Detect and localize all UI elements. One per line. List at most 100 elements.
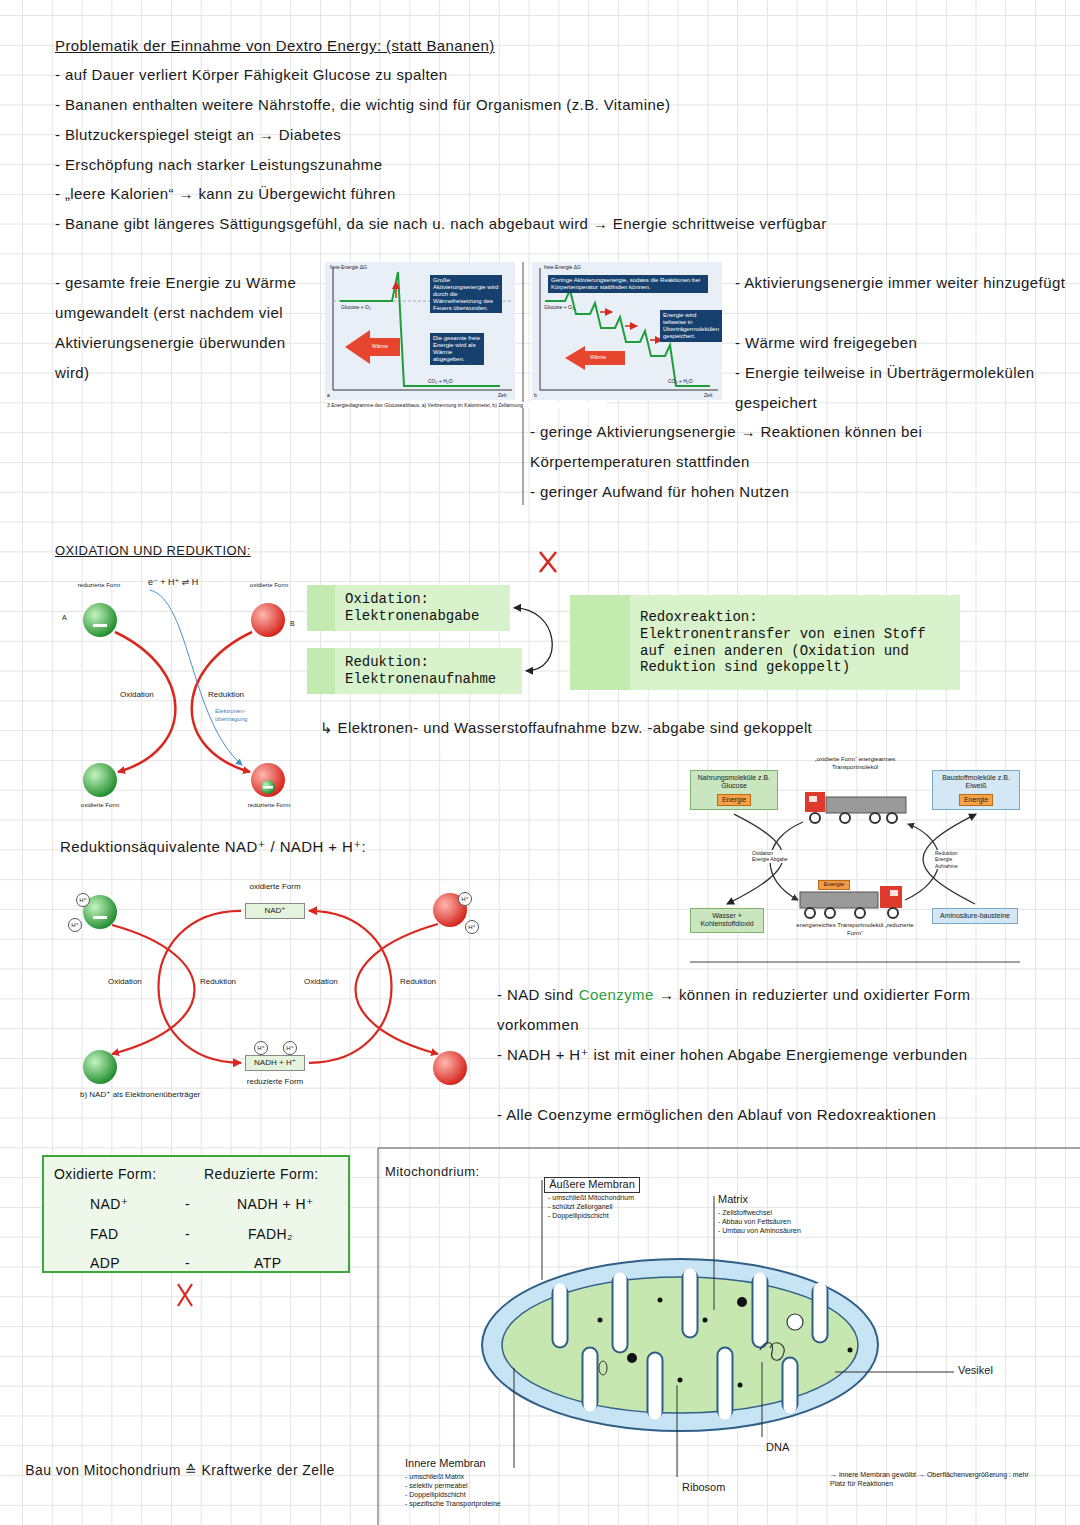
node-text: Nahrungsmoleküle z.B. Glucose (694, 774, 774, 791)
diagram-label: - umschließt Mitochondrium (548, 1194, 708, 1203)
mitochondrion (649, 1360, 662, 1413)
diagram-label: 3 Energiediagramme des Glucoseabbaus, a)… (327, 402, 607, 408)
truck-illustration (840, 813, 850, 823)
diagram-label: Elektronen-übertragung (215, 708, 265, 723)
diagram-label: reduzierte Form (240, 1077, 310, 1087)
note-text: - „leere Kalorien“ → kann zu Übergewicht… (55, 179, 995, 209)
definition-box: Reduktion:Elektronenaufnahme (307, 648, 522, 694)
note-text: - Banane gibt längeres Sättigungsgefühl,… (55, 209, 1065, 239)
energy-note-box: Energie wird teilweise in Überträgermole… (660, 310, 722, 342)
truck-illustration (870, 813, 880, 823)
table-cell: - (185, 1255, 190, 1271)
diagram-label: Ribosom (682, 1481, 752, 1495)
diagram-label: energiereiches Transportmolekül „reduzie… (795, 922, 915, 937)
mitochondrion (848, 1348, 853, 1353)
diagram-label: Oxidation (304, 977, 349, 987)
connector (309, 911, 392, 1063)
diagram-label: Oxidation (120, 690, 164, 700)
truck-illustration (800, 892, 878, 908)
node-text: Baustoffmoleküle z.B. Eiweiß (936, 774, 1016, 791)
diagram-label: oxidierte Form (77, 802, 123, 810)
table-cell: ATP (254, 1255, 281, 1271)
mitochondrion (598, 1318, 603, 1323)
cross-mark (178, 1284, 192, 1306)
mitochondrion (787, 1314, 803, 1330)
table-cell: Oxidierte Form: (54, 1166, 156, 1182)
energy-diagram-b (532, 262, 722, 400)
note-text: - NAD sind (497, 986, 574, 1003)
node-text: Energie wird teilweise in Überträgermole… (663, 312, 719, 340)
redox-diagram (251, 603, 285, 637)
mitochondrion (682, 1278, 699, 1330)
diagram-label: H⁺ (458, 892, 472, 906)
redox-diagram (83, 590, 285, 797)
node-text: Reduktion: (345, 654, 512, 671)
nad-diagram (83, 1050, 117, 1084)
redox-diagram (263, 786, 273, 789)
diagram-label: B (290, 620, 300, 629)
diagram-label: H⁺ (283, 1041, 297, 1055)
truck-illustration (690, 962, 1020, 963)
note-text: OXIDATION UND REDUKTION: (55, 536, 355, 566)
node-text: Energie (964, 796, 988, 804)
coenzyme-box: NADH + H⁺ (245, 1055, 305, 1071)
energy-diagram-a (395, 282, 397, 298)
note-text: - Erschöpfung nach starker Leistungszuna… (55, 150, 995, 180)
connector (923, 814, 976, 904)
diagram-label: - selektiv permeabel (405, 1482, 565, 1491)
page-title: Problematik der Einnahme von Dextro Ener… (55, 31, 815, 61)
mitochondrion (658, 1298, 663, 1303)
diagram-label: reduzierte Form (76, 582, 122, 590)
redox-diagram (115, 632, 175, 772)
energy-diagram-a (325, 262, 515, 400)
note-text: - gesamte freie Energie zu Wärme umgewan… (55, 268, 310, 388)
definition-box: Oxidation:Elektronenabgabe (307, 585, 510, 631)
truck-illustration (805, 908, 815, 918)
node-text: Elektronenaufnahme (345, 671, 512, 688)
coenzyme-table: Oxidierte Form:Reduzierte Form:NAD⁺-NADH… (42, 1155, 350, 1273)
diagram-label: e⁻ + H⁺ ⇌ H (148, 577, 228, 588)
diagram-label: - Doppellipidschicht (548, 1212, 708, 1221)
table-cell: - (185, 1196, 190, 1212)
truck-illustration (809, 796, 817, 802)
mitochondrion (482, 1259, 878, 1431)
cross-mark (540, 552, 556, 572)
diagram-label: - Umbau von Aminosäuren (718, 1227, 878, 1236)
mitochondrion (719, 1355, 732, 1413)
cross-mark (178, 1284, 192, 1306)
note-text: - Bananen enthalten weitere Nährstoffe, … (55, 90, 1015, 120)
leader-line (514, 1368, 515, 1468)
mitochondrion (814, 1289, 827, 1335)
node-text: Oxidation: (345, 591, 500, 608)
table-cell: - (185, 1226, 190, 1242)
note-text: Coenzyme (579, 986, 654, 1003)
energy-tag: Energie (717, 794, 751, 806)
coenzyme-box: NAD⁺ (245, 903, 305, 919)
diagram-label: - umschließt Matrix (405, 1473, 565, 1482)
diagram-label: - spezifische Transportproteine (405, 1500, 565, 1509)
diagram-label: H⁺ (254, 1041, 268, 1055)
diagram-label: oxidierte Form (240, 882, 310, 892)
mitochondrion (482, 1259, 878, 1431)
energy-note-box: Geringe Aktivierungsenergie, sodass die … (548, 275, 708, 293)
note-text: - Alle Coenzyme ermöglichen den Ablauf v… (497, 1100, 1037, 1130)
leader-line (762, 1362, 763, 1437)
note-text: Mitochondrium: (385, 1157, 535, 1187)
truck-illustration (890, 890, 898, 896)
note-text: - NADH + H⁺ ist mit einer hohen Abgabe E… (497, 1040, 1012, 1070)
diagram-label: H⁺ (68, 918, 82, 932)
nad-diagram (83, 893, 467, 1085)
connector (159, 911, 242, 1063)
leader-line (514, 1180, 954, 1477)
table-cell: FAD (90, 1226, 118, 1242)
node-text: Aminosäure-bausteine (936, 912, 1014, 920)
energy-note-box: Große Aktivierungsenergie wird durch die… (430, 275, 502, 313)
truck-illustration (855, 908, 865, 918)
mitochondrion (684, 1275, 697, 1330)
diagram-label: freie Energie ΔG (330, 264, 400, 270)
molecule-box: Aminosäure-bausteine (932, 908, 1018, 924)
energy-diagram-b (565, 346, 625, 370)
diagram-label: Vesikel (958, 1364, 1028, 1378)
diagram-label: Zeit (498, 392, 514, 398)
